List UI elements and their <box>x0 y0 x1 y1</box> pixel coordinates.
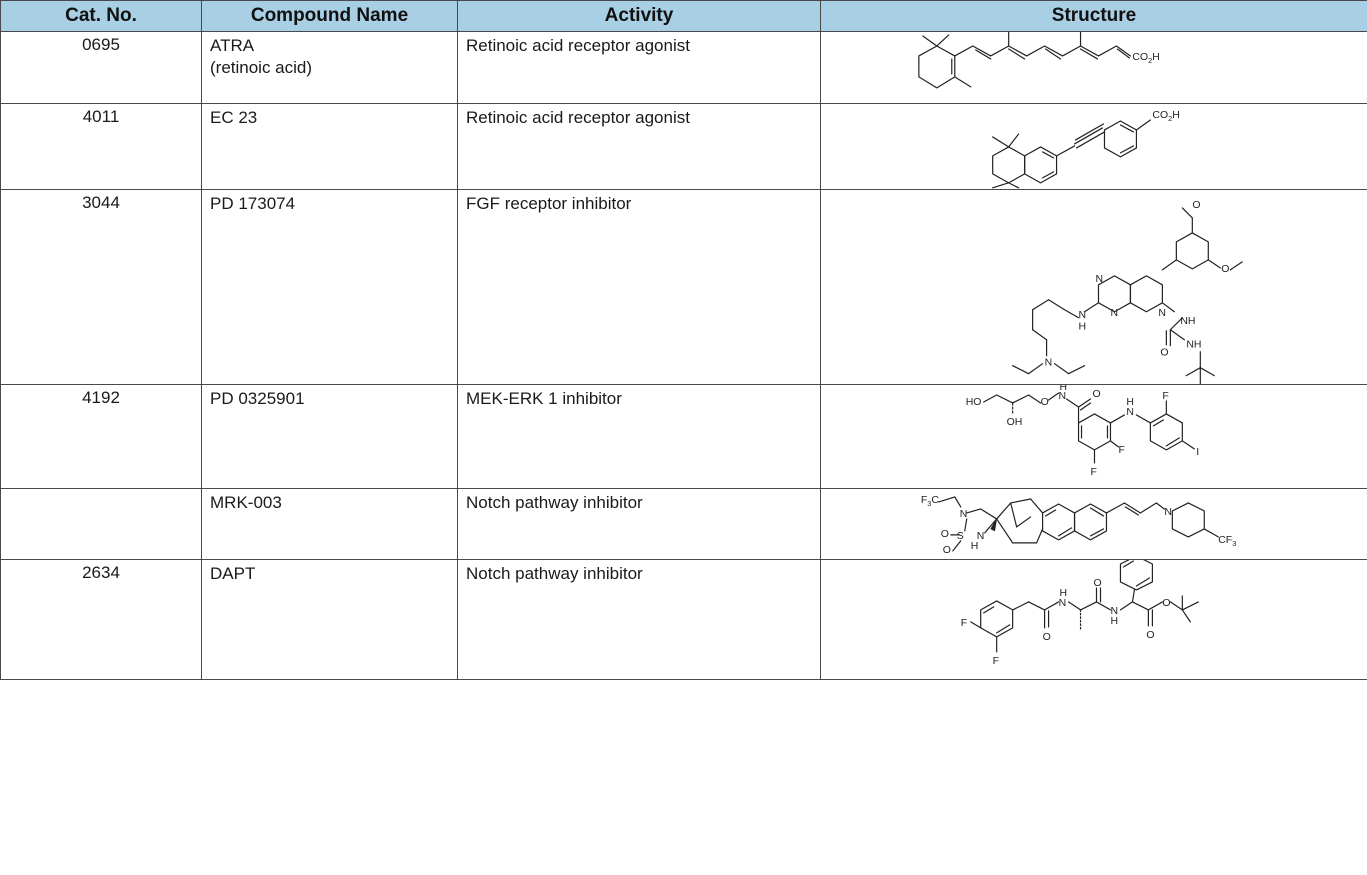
header-compound-name: Compound Name <box>201 0 458 32</box>
structure-cell: CO2H <box>820 31 1367 104</box>
svg-text:H: H <box>1110 616 1118 627</box>
svg-text:O: O <box>1094 578 1102 589</box>
compound-name: ATRA <box>210 36 255 55</box>
svg-text:H: H <box>1126 397 1134 408</box>
svg-text:N: N <box>1126 407 1134 418</box>
svg-text:F: F <box>961 618 967 629</box>
svg-text:I: I <box>1196 447 1199 458</box>
structure-atra: CO2H <box>918 32 1160 89</box>
header-cat-no: Cat. No. <box>0 0 202 32</box>
compound-name-alt: (retinoic acid) <box>210 58 313 77</box>
activity-cell: Notch pathway inhibitor <box>457 559 821 680</box>
svg-text:N: N <box>1059 598 1067 609</box>
compound-name-cell: PD 173074 <box>201 188 458 386</box>
table-row: 0695 ATRA (retinoic acid) Retinoic acid … <box>0 31 1367 104</box>
svg-text:NH: NH <box>1186 339 1201 350</box>
svg-text:N: N <box>1158 307 1166 318</box>
table-row: 4192 PD 0325901 MEK-ERK 1 inhibitor <box>0 384 1367 490</box>
svg-text:CO2H: CO2H <box>1132 52 1159 65</box>
svg-text:OH: OH <box>1007 417 1023 428</box>
cat-no-cell: 4011 <box>0 102 202 190</box>
table-row: 4011 EC 23 Retinoic acid receptor agonis… <box>0 102 1367 190</box>
activity-cell: Retinoic acid receptor agonist <box>457 102 821 190</box>
header-row: Cat. No. Compound Name Activity Structur… <box>0 0 1367 32</box>
svg-text:F: F <box>1091 467 1097 478</box>
svg-text:N: N <box>1059 391 1067 402</box>
compound-name-cell: DAPT <box>201 559 458 680</box>
structure-dapt: F F O N H O N H O O <box>961 560 1199 667</box>
svg-text:NH: NH <box>1180 315 1195 326</box>
compound-name-cell: ATRA (retinoic acid) <box>201 31 458 104</box>
cat-no-cell: 0695 <box>0 31 202 104</box>
compound-name-cell: MRK-003 <box>201 488 458 560</box>
structure-cell: F3C N O S O N H N CF3 <box>820 488 1367 560</box>
activity-cell: Retinoic acid receptor agonist <box>457 31 821 104</box>
structure-pd0325901: HO OH O N H O N H F F F I <box>966 385 1199 478</box>
structure-pd173074: O O N N N NH NH N H O N <box>1012 200 1243 384</box>
svg-text:O: O <box>1221 264 1229 275</box>
svg-text:N: N <box>977 531 985 542</box>
svg-text:N: N <box>1110 606 1118 617</box>
table-row: 3044 PD 173074 FGF receptor inhibitor <box>0 188 1367 386</box>
cat-no-cell: 4192 <box>0 384 202 490</box>
svg-text:N: N <box>960 509 968 520</box>
structure-cell: CO2H <box>820 102 1367 190</box>
structure-ec23: CO2H <box>992 110 1180 189</box>
cat-no-cell: 3044 <box>0 188 202 386</box>
compound-name-cell: EC 23 <box>201 102 458 190</box>
svg-text:F3C: F3C <box>921 495 940 508</box>
svg-text:O: O <box>941 529 949 540</box>
header-structure: Structure <box>820 0 1367 32</box>
cat-no-cell: 2634 <box>0 559 202 680</box>
svg-text:F: F <box>993 656 999 667</box>
svg-text:H: H <box>971 541 979 552</box>
compound-name: MRK-003 <box>210 493 282 513</box>
svg-text:N: N <box>1079 309 1087 320</box>
svg-text:O: O <box>1043 632 1051 643</box>
svg-text:O: O <box>943 545 951 556</box>
svg-text:S: S <box>957 531 964 542</box>
svg-text:F: F <box>1118 445 1124 456</box>
svg-text:N: N <box>1110 307 1118 318</box>
svg-text:O: O <box>1160 347 1168 358</box>
svg-text:O: O <box>1146 630 1154 641</box>
activity-cell: MEK-ERK 1 inhibitor <box>457 384 821 490</box>
svg-text:H: H <box>1079 321 1087 332</box>
table-row: MRK-003 Notch pathway inhibitor <box>0 488 1367 560</box>
structure-cell: F F O N H O N H O O <box>820 559 1367 680</box>
svg-text:CF3: CF3 <box>1218 535 1236 548</box>
svg-text:F: F <box>1162 391 1168 402</box>
table-row: 2634 DAPT Notch pathway inhibitor <box>0 559 1367 680</box>
cat-no-cell <box>0 488 202 560</box>
structure-mrk003: F3C N O S O N H N CF3 <box>921 495 1237 556</box>
compound-name: PD 173074 <box>210 193 296 213</box>
compound-name-cell: PD 0325901 <box>201 384 458 490</box>
compound-name: PD 0325901 <box>210 389 305 409</box>
activity-cell: FGF receptor inhibitor <box>457 188 821 386</box>
svg-text:CO2H: CO2H <box>1152 110 1179 123</box>
svg-text:H: H <box>1060 588 1068 599</box>
svg-text:O: O <box>1093 389 1101 400</box>
svg-text:N: N <box>1045 357 1053 368</box>
svg-text:N: N <box>1095 274 1103 285</box>
structure-cell: O O N N N NH NH N H O N <box>820 188 1367 386</box>
svg-text:H: H <box>1060 385 1068 393</box>
compound-name: EC 23 <box>210 107 258 127</box>
compound-name: DAPT <box>210 564 256 583</box>
activity-cell: Notch pathway inhibitor <box>457 488 821 560</box>
svg-text:HO: HO <box>966 397 982 408</box>
structure-cell: HO OH O N H O N H F F F I <box>820 384 1367 490</box>
svg-text:O: O <box>1041 397 1049 408</box>
compound-table: Cat. No. Compound Name Activity Structur… <box>0 0 1367 680</box>
svg-text:O: O <box>1162 598 1170 609</box>
header-activity: Activity <box>457 0 821 32</box>
svg-text:O: O <box>1192 200 1200 211</box>
svg-text:N: N <box>1164 507 1172 518</box>
